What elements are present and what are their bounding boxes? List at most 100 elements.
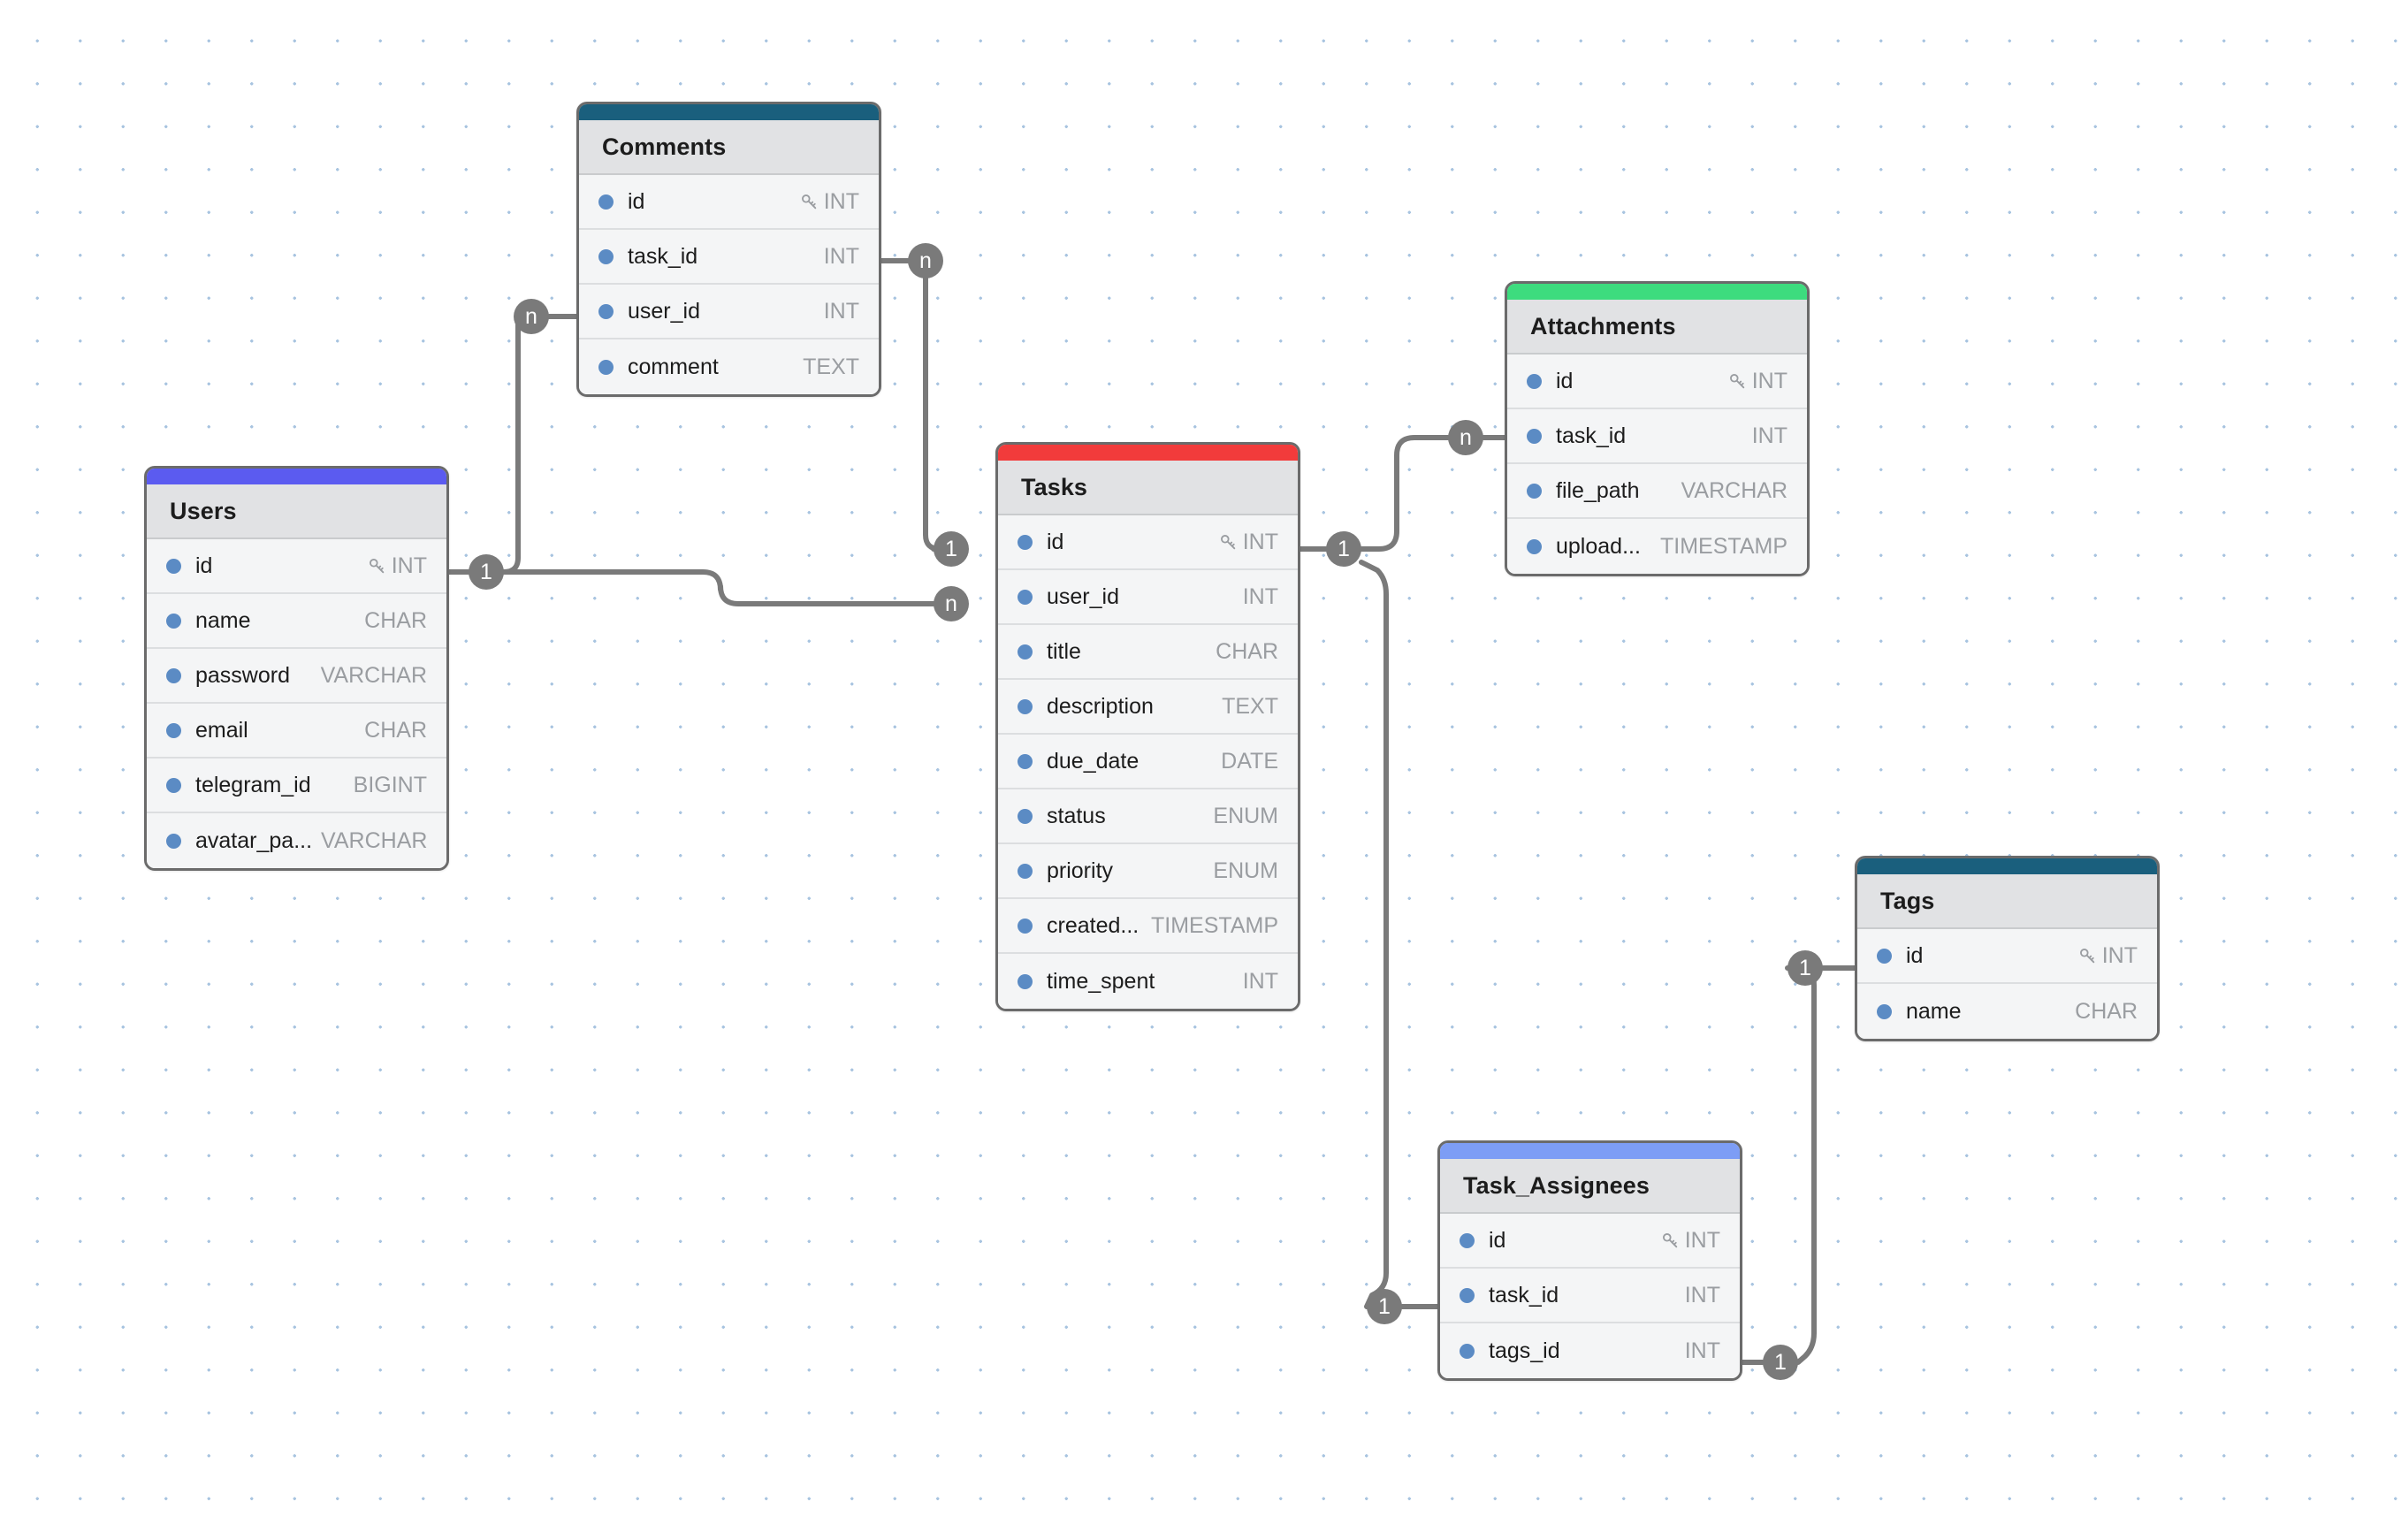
field-bullet-icon — [1527, 373, 1542, 389]
table-accent-bar-tags — [1857, 858, 2157, 874]
field-name: avatar_pa... — [195, 827, 313, 853]
field-type-label: INT — [823, 188, 859, 214]
field-name: task_id — [1489, 1282, 1559, 1307]
field-bullet-icon — [1460, 1343, 1475, 1359]
cardinality-badge-1[interactable]: 1 — [1787, 950, 1823, 986]
field-type-label: INT — [391, 553, 427, 578]
field-type-label: BIGINT — [353, 772, 427, 797]
field-row-users-avatar_pa_[interactable]: avatar_pa...VARCHAR — [147, 813, 446, 868]
field-bullet-icon — [1527, 483, 1542, 499]
field-row-task_assignees-task_id[interactable]: task_id INT — [1440, 1269, 1740, 1323]
table-accent-bar-task_assignees — [1440, 1143, 1740, 1159]
cardinality-badge-1[interactable]: 1 — [934, 531, 969, 567]
field-type: TIMESTAMP — [1151, 913, 1278, 939]
field-type: CHAR — [364, 608, 427, 634]
field-name: status — [1047, 803, 1106, 828]
primary-key-icon — [799, 192, 819, 211]
table-title-tags: Tags — [1880, 887, 1935, 914]
field-type: BIGINT — [354, 773, 427, 798]
field-type: INT — [824, 299, 859, 324]
table-header-users[interactable]: Users — [147, 484, 446, 539]
field-bullet-icon — [1018, 753, 1033, 769]
field-bullet-icon — [1527, 538, 1542, 554]
field-bullet-icon — [1018, 973, 1033, 989]
field-type: INT — [824, 244, 859, 270]
field-bullet-icon — [1018, 644, 1033, 659]
field-type: INT — [1727, 369, 1787, 394]
field-name: id — [1489, 1227, 1506, 1253]
table-accent-bar-tasks — [998, 445, 1298, 461]
field-row-tasks-status[interactable]: status ENUM — [998, 789, 1298, 844]
field-type-label: INT — [1684, 1282, 1720, 1307]
field-name: title — [1047, 638, 1081, 664]
field-row-tasks-created_[interactable]: created...TIMESTAMP — [998, 899, 1298, 954]
field-bullet-icon — [598, 194, 614, 210]
field-bullet-icon — [1018, 589, 1033, 605]
field-row-attachments-id[interactable]: id INT — [1507, 355, 1807, 409]
table-header-tasks[interactable]: Tasks — [998, 461, 1298, 515]
field-name: task_id — [628, 243, 698, 269]
table-header-task_assignees[interactable]: Task_Assignees — [1440, 1159, 1740, 1214]
field-type-label: VARCHAR — [320, 662, 427, 688]
field-type-label: INT — [2101, 942, 2138, 968]
field-row-comments-task_id[interactable]: task_id INT — [579, 230, 879, 285]
field-type-label: ENUM — [1213, 803, 1278, 828]
table-title-task_assignees: Task_Assignees — [1463, 1171, 1650, 1199]
field-type: INT — [2077, 943, 2138, 969]
cardinality-badge-n[interactable]: n — [908, 243, 943, 278]
field-row-attachments-upload_[interactable]: upload...TIMESTAMP — [1507, 519, 1807, 574]
field-row-tags-id[interactable]: id INT — [1857, 929, 2157, 984]
field-name: id — [1556, 368, 1574, 393]
field-name: due_date — [1047, 748, 1140, 774]
field-bullet-icon — [166, 722, 181, 738]
cardinality-badge-1[interactable]: 1 — [1763, 1345, 1798, 1380]
cardinality-badge-1[interactable]: 1 — [1326, 531, 1361, 567]
field-bullet-icon — [1460, 1232, 1475, 1248]
field-row-tasks-due_date[interactable]: due_date DATE — [998, 735, 1298, 789]
cardinality-badge-1[interactable]: 1 — [469, 554, 504, 590]
field-type-label: INT — [1242, 529, 1278, 554]
field-name: description — [1047, 693, 1154, 719]
table-title-attachments: Attachments — [1530, 312, 1676, 339]
field-name: id — [1906, 942, 1924, 968]
cardinality-badge-n[interactable]: n — [514, 299, 549, 334]
cardinality-badge-n[interactable]: n — [934, 586, 969, 621]
cardinality-badge-1[interactable]: 1 — [1367, 1289, 1402, 1324]
field-type: DATE — [1221, 749, 1278, 774]
field-type-label: VARCHAR — [1681, 477, 1787, 503]
field-bullet-icon — [166, 777, 181, 793]
table-header-tags[interactable]: Tags — [1857, 874, 2157, 929]
field-type: INT — [1685, 1338, 1720, 1364]
table-header-attachments[interactable]: Attachments — [1507, 300, 1807, 355]
field-type-label: TIMESTAMP — [1151, 912, 1278, 938]
table-header-comments[interactable]: Comments — [579, 120, 879, 175]
cardinality-badge-n[interactable]: n — [1448, 420, 1483, 455]
field-name: task_id — [1556, 423, 1627, 448]
